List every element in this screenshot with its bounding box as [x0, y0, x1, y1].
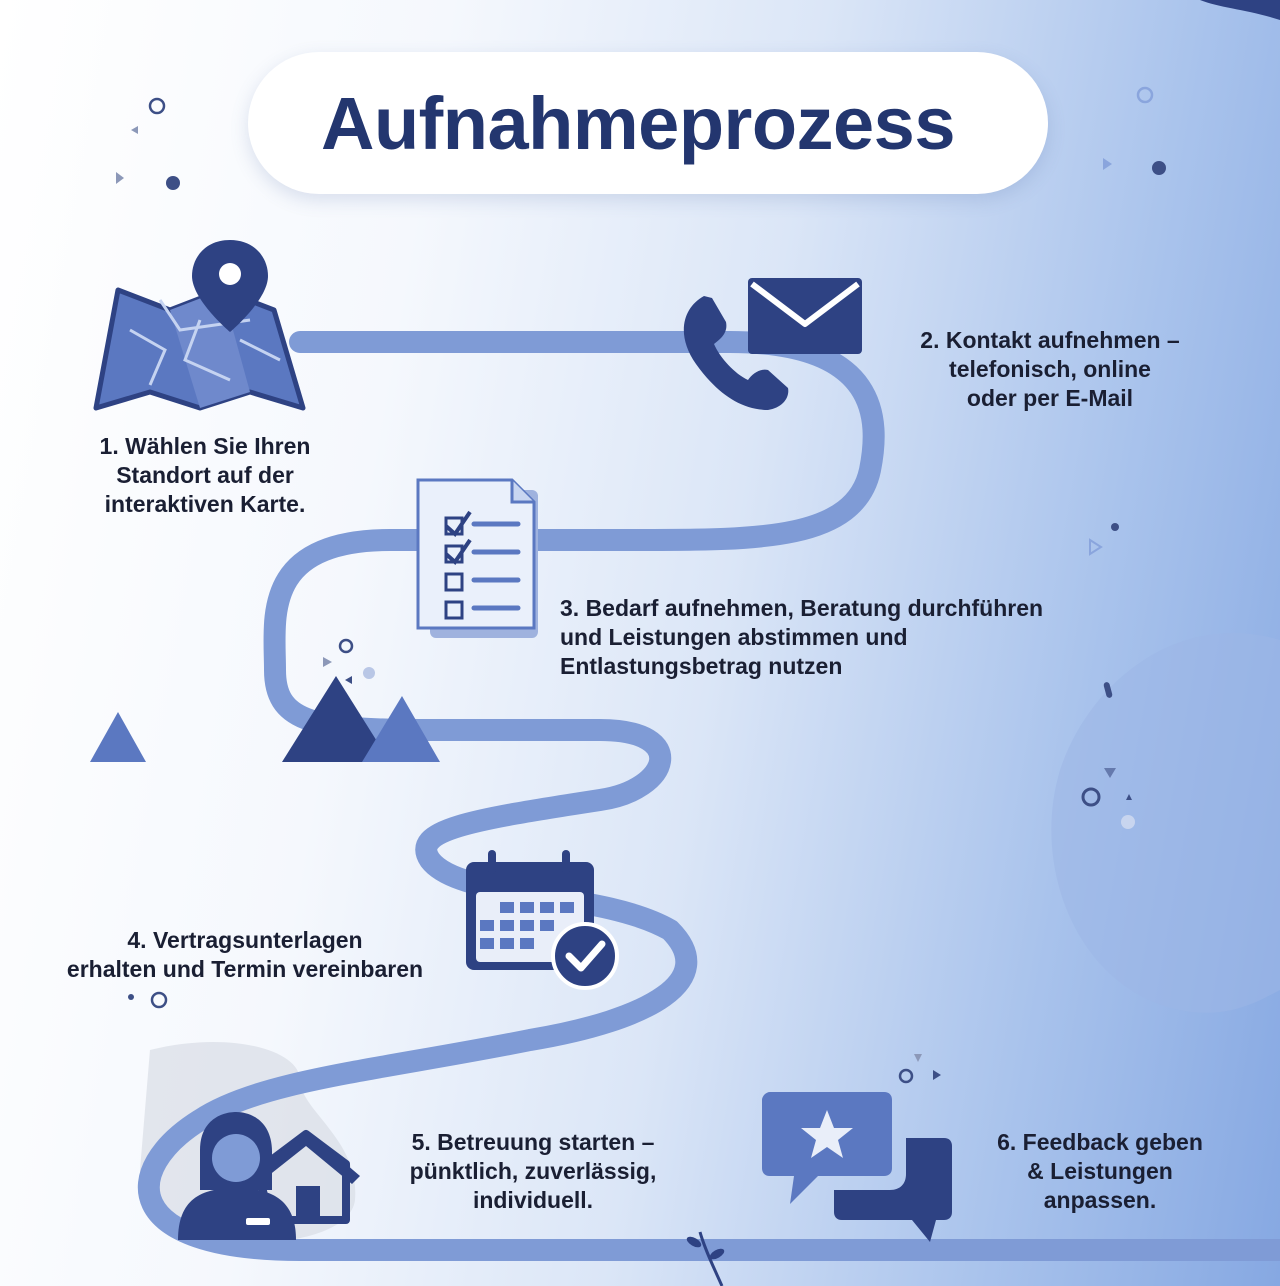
step-1-label: 1. Wählen Sie Ihren Standort auf der int…: [99, 433, 311, 517]
checklist-document-icon: [416, 478, 538, 638]
step-5-label: 5. Betreuung starten – pünktlich, zuverl…: [409, 1129, 657, 1213]
step-6-label: 6. Feedback geben & Leistungen anpassen.: [997, 1129, 1203, 1213]
speech-bubbles-star-icon: [762, 1092, 952, 1242]
map-pin-icon: [93, 240, 306, 411]
background-blob-right: [1051, 632, 1280, 1013]
calendar-check-icon: [466, 850, 619, 990]
mountains-icon: [90, 676, 440, 762]
step-4-label: 4. Vertragsunterlagen erhalten und Termi…: [66, 927, 424, 982]
background-swoosh-top: [1200, 0, 1280, 20]
caregiver-house-icon: [178, 1112, 360, 1240]
phone-envelope-icon: [683, 278, 862, 410]
title-pill: [248, 52, 1048, 194]
decorative-confetti: [116, 86, 1166, 1286]
step-3-label: 3. Bedarf aufnehmen, Beratung durchführe…: [560, 595, 1044, 679]
winding-path: [137, 331, 1280, 1261]
step-2-label: 2. Kontakt aufnehmen – telefonisch, onli…: [920, 327, 1180, 411]
page-title: Aufnahmeprozess: [321, 81, 955, 165]
